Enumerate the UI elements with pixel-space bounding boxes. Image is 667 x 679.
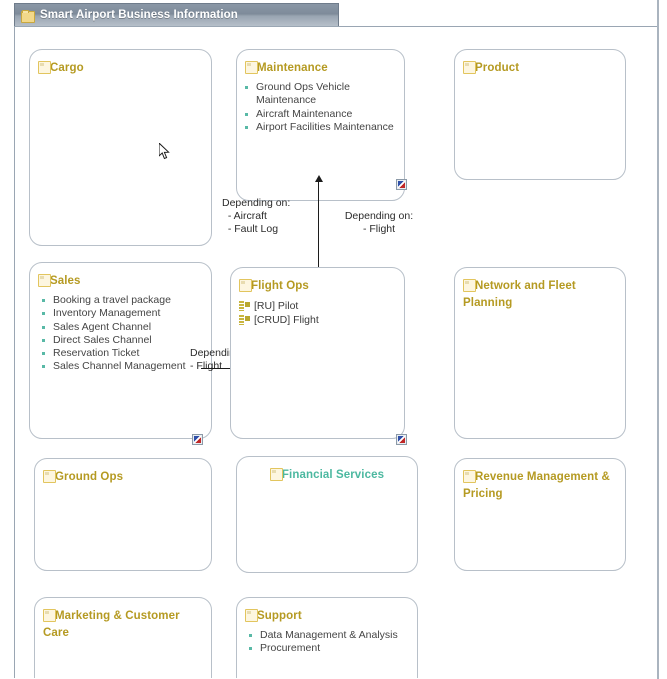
list-item: Sales Channel Management: [40, 360, 205, 373]
annotation-maintenance-depends: Depending on: - Aircraft - Fault Log: [222, 197, 291, 235]
entity-label: [CRUD] Flight: [254, 314, 319, 326]
entity-label: [RU] Pilot: [254, 300, 299, 312]
folder-icon: [21, 9, 35, 23]
diagram-canvas[interactable]: Cargo Maintenance Ground Ops Vehicle Mai…: [14, 26, 658, 678]
package-icon: [245, 61, 258, 74]
subdiagram-indicator-icon[interactable]: [396, 179, 407, 190]
annotation-sales-depends: Depending on: - Flight: [190, 347, 238, 372]
package-icon: [463, 279, 476, 292]
page-title: Smart Airport Business Information: [40, 9, 238, 21]
package-icon: [269, 468, 283, 481]
package-title: Ground Ops: [55, 471, 124, 483]
package-item-list: Ground Ops Vehicle Maintenance Aircraft …: [237, 81, 404, 134]
list-item: Procurement: [247, 642, 411, 655]
window-right-border: [657, 0, 659, 679]
mouse-cursor: [159, 143, 171, 161]
package-icon: [463, 470, 476, 483]
package-title: Flight Ops: [251, 280, 309, 292]
package-header: Support: [237, 598, 417, 624]
package-icon: [245, 609, 258, 622]
package-title: Financial Services: [281, 469, 385, 481]
entity-icon: [239, 315, 250, 325]
package-header: Product: [455, 50, 625, 76]
dependency-arrow-head-up: [315, 175, 323, 182]
package-header: Revenue Management & Pricing: [455, 459, 625, 502]
list-item: [CRUD] Flight: [239, 313, 398, 327]
package-header: Maintenance: [237, 50, 404, 76]
list-item: Aircraft Maintenance: [243, 108, 398, 121]
annotation-sales-depends-clip: Depending on: - Flight: [190, 347, 238, 383]
window-titlebar[interactable]: Smart Airport Business Information: [14, 3, 339, 26]
subdiagram-indicator-icon[interactable]: [192, 434, 203, 445]
package-header: Cargo: [30, 50, 211, 76]
package-flight-ops[interactable]: Flight Ops [RU] Pilot [CRUD] Flight: [230, 267, 405, 439]
package-entity-list: [RU] Pilot [CRUD] Flight: [231, 299, 404, 327]
package-title: Marketing & Customer Care: [43, 610, 180, 639]
package-marketing-customer-care[interactable]: Marketing & Customer Care: [34, 597, 212, 678]
subdiagram-indicator-icon[interactable]: [396, 434, 407, 445]
list-item: Booking a travel package: [40, 294, 205, 307]
list-item: Airport Facilities Maintenance: [243, 121, 398, 134]
package-sales[interactable]: Sales Booking a travel package Inventory…: [29, 262, 212, 439]
package-ground-ops[interactable]: Ground Ops: [34, 458, 212, 571]
package-item-list: Booking a travel package Inventory Manag…: [30, 294, 211, 374]
package-icon: [239, 279, 252, 292]
package-support[interactable]: Support Data Management & Analysis Procu…: [236, 597, 418, 678]
package-title: Revenue Management & Pricing: [463, 471, 610, 500]
dependency-arrow-line: [318, 179, 319, 289]
package-icon: [38, 61, 51, 74]
list-item: Inventory Management: [40, 307, 205, 320]
package-header: Flight Ops: [231, 268, 404, 294]
package-icon: [43, 470, 56, 483]
list-item: Reservation Ticket: [40, 347, 205, 360]
package-financial-services[interactable]: Financial Services: [236, 456, 418, 573]
package-title: Support: [257, 610, 302, 622]
list-item: Data Management & Analysis: [247, 629, 411, 642]
list-item: Ground Ops Vehicle Maintenance: [243, 81, 398, 108]
package-icon: [463, 61, 476, 74]
package-title: Network and Fleet Planning: [463, 280, 576, 309]
package-title: Maintenance: [257, 62, 328, 74]
package-header: Network and Fleet Planning: [455, 268, 625, 311]
list-item: Sales Agent Channel: [40, 321, 205, 334]
package-title: Cargo: [50, 62, 84, 74]
list-item: [RU] Pilot: [239, 299, 398, 313]
package-icon: [38, 274, 51, 287]
package-header: Financial Services: [237, 457, 417, 483]
annotation-flightops-depends: Depending on: - Flight: [344, 210, 414, 235]
package-icon: [43, 609, 56, 622]
package-cargo[interactable]: Cargo: [29, 49, 212, 246]
package-revenue-management-pricing[interactable]: Revenue Management & Pricing: [454, 458, 626, 571]
package-product[interactable]: Product: [454, 49, 626, 180]
package-item-list: Data Management & Analysis Procurement: [237, 629, 417, 656]
sales-dependency-arrow-line: [201, 368, 241, 369]
list-item: Direct Sales Channel: [40, 334, 205, 347]
package-network-fleet-planning[interactable]: Network and Fleet Planning: [454, 267, 626, 439]
package-header: Marketing & Customer Care: [35, 598, 211, 641]
package-header: Sales: [30, 263, 211, 289]
package-maintenance[interactable]: Maintenance Ground Ops Vehicle Maintenan…: [236, 49, 405, 201]
entity-icon: [239, 301, 250, 311]
package-title: Product: [475, 62, 520, 74]
package-header: Ground Ops: [35, 459, 211, 485]
package-title: Sales: [50, 275, 81, 287]
